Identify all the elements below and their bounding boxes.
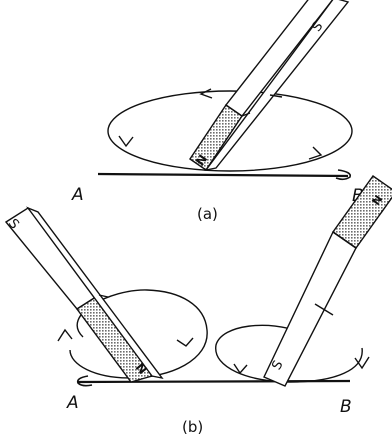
field-arrow-left-a [119,136,133,146]
field-arrow-b-right-2 [355,357,369,368]
wire-end-hook-a [336,170,350,179]
field-arrow-top-a [201,89,212,98]
point-a-label-a: A [71,185,84,205]
field-arrow-b-left-1 [58,330,72,341]
panel-b-caption: (b) [182,418,203,436]
wire-end-hook-b-left [78,376,92,386]
point-a-label-b: A [66,393,79,413]
point-b-label-b: B [340,397,352,417]
magnet-a-side [206,0,348,170]
panel-a-caption: (a) [197,205,218,223]
panel-a: N S A B (a) [71,0,364,223]
magnet-a [190,0,348,170]
wire-b [78,381,350,382]
field-arrow-b-left-2 [177,338,193,346]
magnet-a-body [226,0,334,116]
magnet-b-left [6,208,162,382]
field-arrow-right-a [309,147,321,159]
magnet-b-right [264,176,392,386]
magnet-b-left-side [28,208,162,378]
wire-a [98,174,348,176]
